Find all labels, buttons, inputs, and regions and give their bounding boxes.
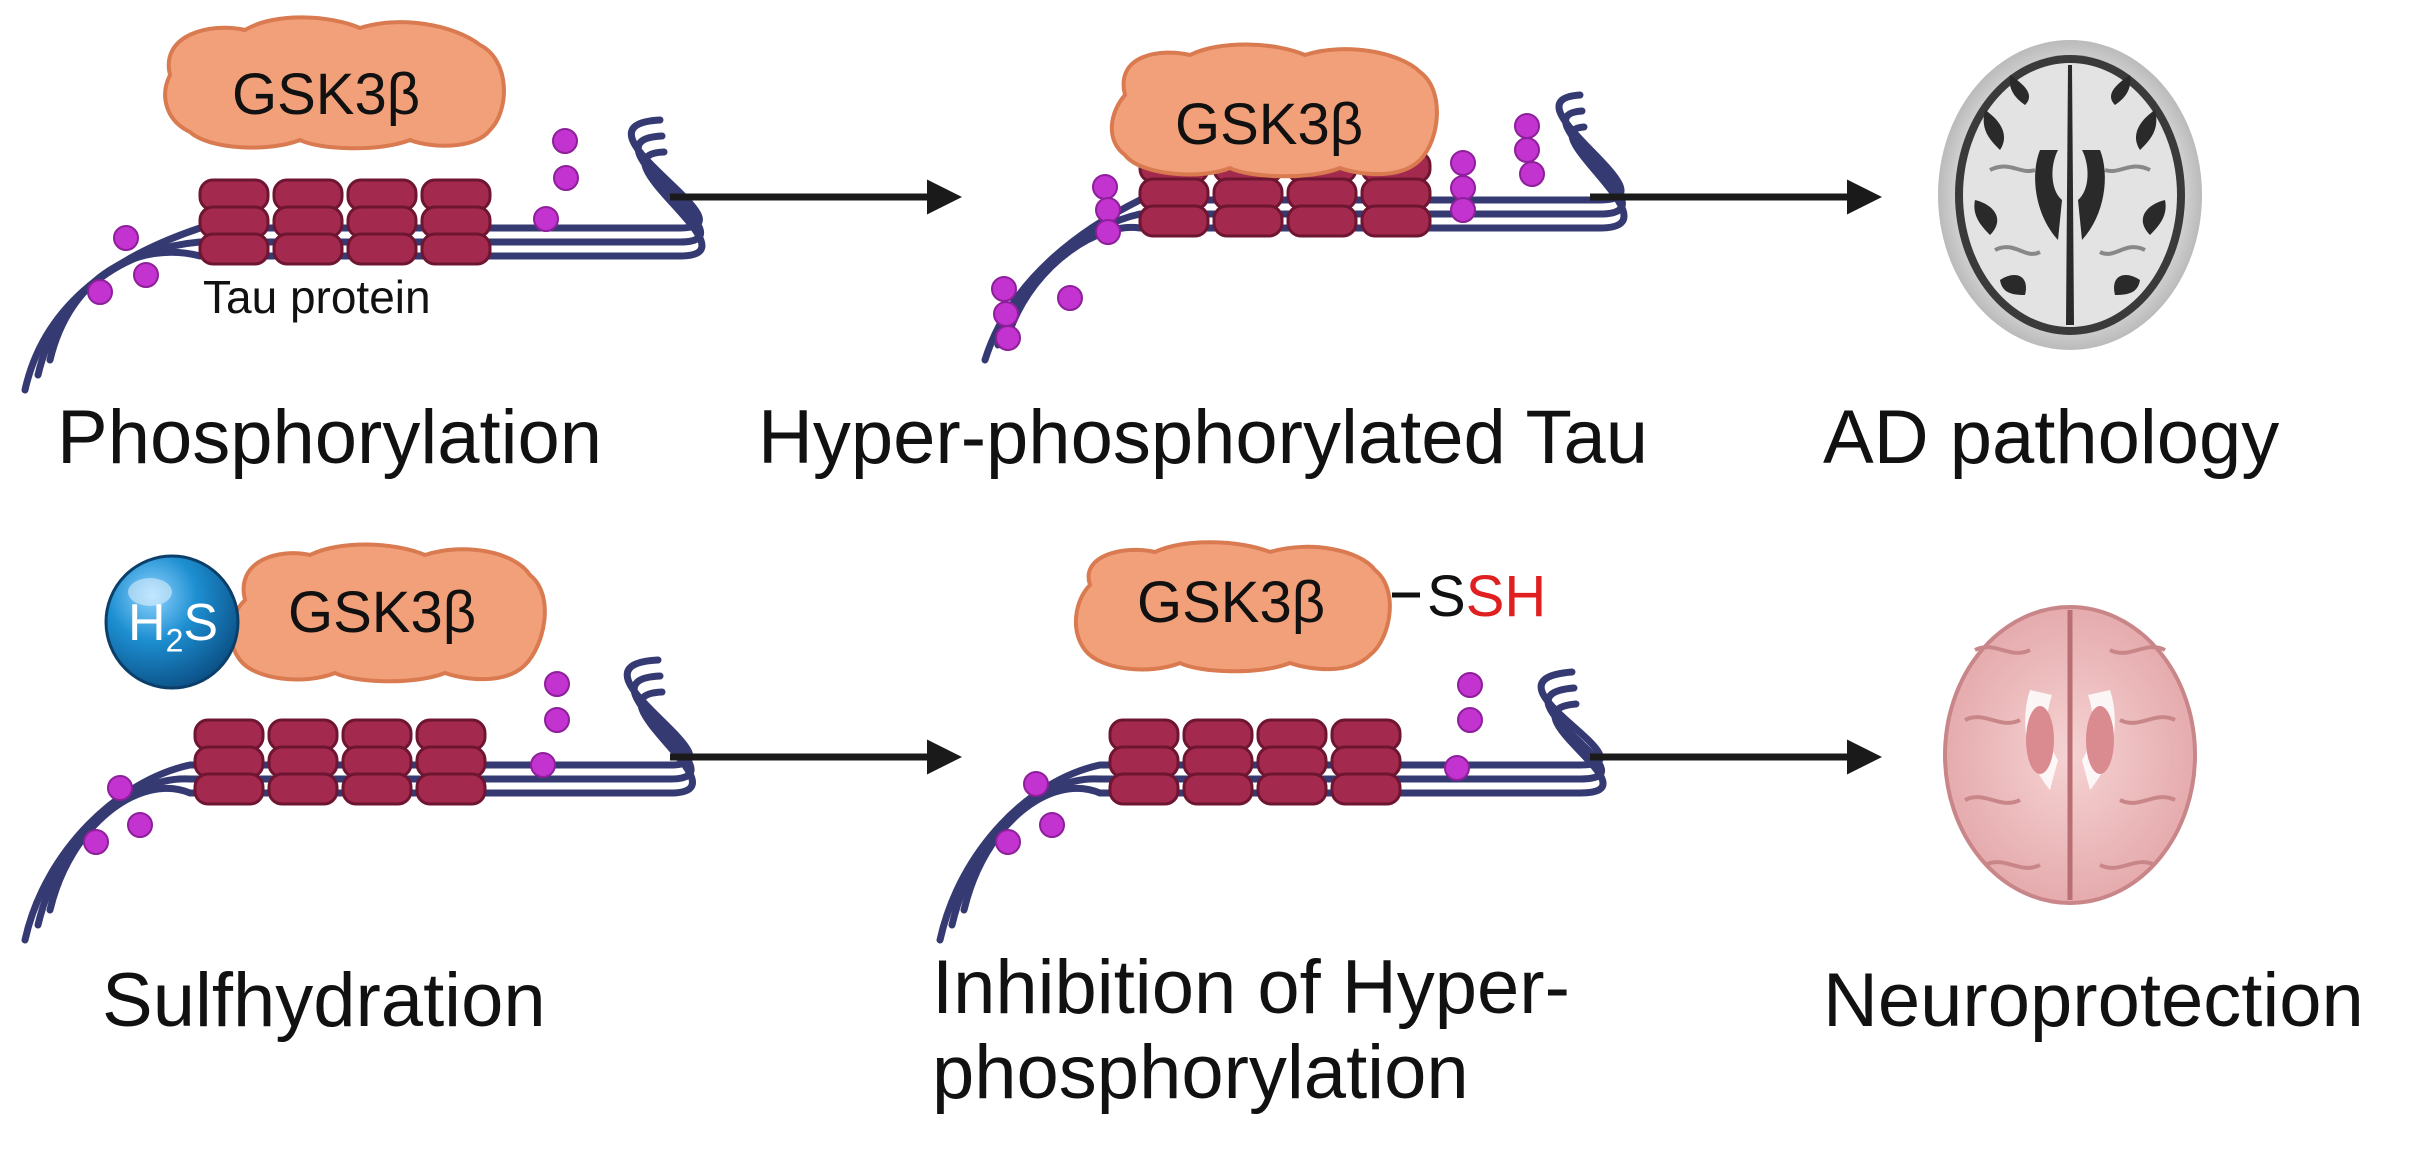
tau-block bbox=[420, 232, 492, 266]
phosphate-dot bbox=[1514, 137, 1540, 163]
ssh-group-label: SSH bbox=[1427, 562, 1546, 632]
tau-complex-inhibited bbox=[936, 540, 1607, 944]
tau-blocks bbox=[1108, 718, 1402, 806]
phosphate-dot bbox=[1092, 174, 1118, 200]
enzyme-label: GSK3β bbox=[1175, 92, 1364, 157]
tau-block bbox=[1108, 772, 1180, 806]
phosphate-dot bbox=[1457, 707, 1483, 733]
tau-block bbox=[1286, 204, 1358, 238]
brain-icon bbox=[1943, 605, 2197, 905]
phosphate-dot bbox=[1444, 755, 1470, 781]
h2s-s: S bbox=[183, 594, 219, 652]
enzyme-label: GSK3β bbox=[1137, 570, 1326, 635]
phosphate-dot bbox=[1450, 150, 1476, 176]
gsk3b-enzyme bbox=[163, 15, 506, 151]
tau-block bbox=[267, 772, 339, 806]
phosphate-dot bbox=[552, 128, 578, 154]
phosphate-dot bbox=[553, 165, 579, 191]
phosphate-dot bbox=[533, 206, 559, 232]
enzyme-label: GSK3β bbox=[288, 580, 477, 645]
h2s-sphere-icon bbox=[104, 554, 240, 690]
tau-block bbox=[1330, 772, 1402, 806]
step-label-sulfhydration: Sulfhydration bbox=[102, 958, 546, 1043]
phosphate-dot bbox=[87, 279, 113, 305]
tau-block bbox=[415, 772, 487, 806]
phosphate-dot bbox=[530, 752, 556, 778]
phosphate-dot bbox=[83, 829, 109, 855]
tau-block bbox=[346, 232, 418, 266]
phosphate-dot bbox=[544, 671, 570, 697]
phosphate-dot bbox=[1514, 113, 1540, 139]
tau-complex-phosphorylation bbox=[21, 15, 706, 394]
phosphate-dot bbox=[127, 812, 153, 838]
gsk3b-enzyme bbox=[1073, 540, 1392, 674]
phosphate-dot bbox=[1519, 161, 1545, 187]
phosphate-dot bbox=[993, 301, 1019, 327]
tau-blocks bbox=[193, 718, 487, 806]
h2s-subscript: 2 bbox=[165, 622, 184, 659]
phosphate-dot bbox=[991, 276, 1017, 302]
step-label-ad-pathology: AD pathology bbox=[1823, 395, 2280, 480]
phosphate-dots bbox=[995, 672, 1483, 855]
tau-block bbox=[193, 772, 265, 806]
phosphate-dot bbox=[1450, 197, 1476, 223]
tau-block bbox=[1182, 772, 1254, 806]
phosphate-dots bbox=[83, 671, 570, 855]
phosphate-dots bbox=[991, 113, 1545, 351]
ssh-s: S bbox=[1427, 564, 1466, 629]
tau-protein-label: Tau protein bbox=[203, 271, 431, 323]
phosphate-dot bbox=[1023, 771, 1049, 797]
phosphate-dot bbox=[107, 775, 133, 801]
gsk3b-enzyme bbox=[1109, 42, 1439, 179]
phosphate-dot bbox=[995, 829, 1021, 855]
phosphate-dot bbox=[1057, 285, 1083, 311]
step-label-hyperphosphorylated-tau: Hyper-phosphorylated Tau bbox=[758, 395, 1649, 480]
phosphate-dot bbox=[1457, 672, 1483, 698]
ssh-sh: SH bbox=[1465, 564, 1547, 629]
phosphate-dot bbox=[1095, 219, 1121, 245]
h2s-h: H bbox=[128, 594, 166, 652]
tau-block bbox=[198, 232, 270, 266]
phosphate-dot bbox=[1039, 812, 1065, 838]
phosphate-dots bbox=[87, 128, 579, 305]
phosphate-dot bbox=[1095, 197, 1121, 223]
tau-block bbox=[341, 772, 413, 806]
tau-complex-sulfhydration bbox=[21, 542, 696, 944]
enzyme-label: GSK3β bbox=[232, 62, 421, 127]
gsk3b-enzyme bbox=[228, 542, 547, 684]
phosphate-dot bbox=[995, 325, 1021, 351]
tau-strands bbox=[936, 668, 1607, 944]
step-label-neuroprotection: Neuroprotection bbox=[1823, 958, 2364, 1043]
step-label-phosphorylation: Phosphorylation bbox=[57, 395, 603, 480]
brain-scan-icon bbox=[1938, 40, 2202, 350]
tau-block bbox=[1212, 204, 1284, 238]
tau-block bbox=[1256, 772, 1328, 806]
phosphate-dot bbox=[1450, 175, 1476, 201]
tau-block bbox=[1360, 204, 1432, 238]
tau-blocks bbox=[198, 178, 492, 266]
phosphate-dot bbox=[544, 707, 570, 733]
step-label-inhibition: Inhibition of Hyper-phosphorylation bbox=[932, 945, 1570, 1116]
phosphate-dot bbox=[133, 262, 159, 288]
h2s-label: H2S bbox=[128, 592, 218, 660]
tau-block bbox=[1138, 204, 1210, 238]
tau-block bbox=[272, 232, 344, 266]
phosphate-dot bbox=[113, 225, 139, 251]
